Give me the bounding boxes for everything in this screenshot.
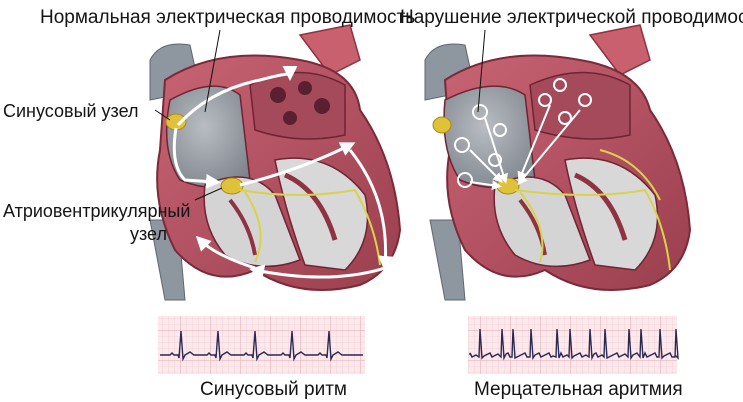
ecg-strip-right: [468, 316, 678, 374]
right-panel-title: Нарушение электрической проводимости: [400, 7, 743, 29]
right-ecg-caption: Мерцательная аритмия: [474, 379, 683, 401]
ecg-strip-left: [158, 316, 365, 374]
av-node-label-line2: узел: [130, 224, 167, 245]
sinus-node-label: Синусовый узел: [3, 101, 139, 122]
av-node-label-line1: Атриовентрикулярный: [3, 201, 190, 222]
left-panel-title: Нормальная электрическая проводимость: [40, 7, 415, 29]
left-heart-illustration: [150, 25, 400, 300]
right-heart-illustration: [425, 25, 690, 300]
left-ecg-caption: Синусовый ритм: [200, 379, 347, 401]
